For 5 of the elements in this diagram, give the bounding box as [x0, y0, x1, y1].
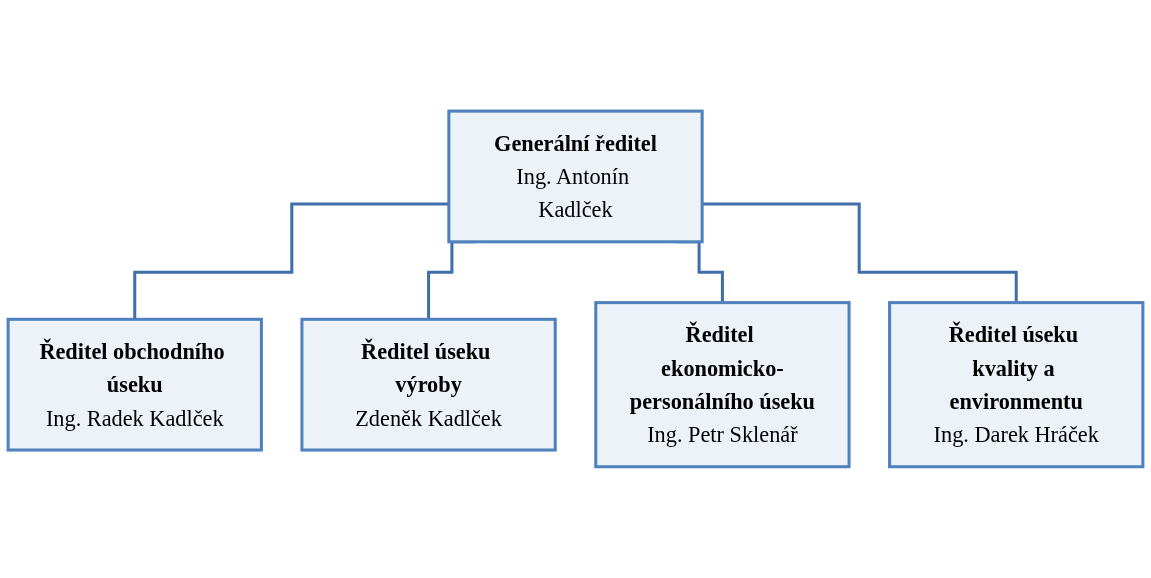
node-box: Ředitel ekonomicko-personálního úseku Ing. Petr Sklenář	[594, 301, 851, 469]
node-box: Ředitel úseku kvality a environmentu Ing. Darek Hráček	[888, 301, 1145, 469]
node-box: Generální ředitel Ing. Antonín Kadlček	[447, 109, 704, 244]
node-box: Ředitel obchodního úseku Ing. Radek Kadlček	[6, 317, 263, 452]
node-box: Ředitel úseku výroby Zdeněk Kadlček	[300, 317, 557, 452]
